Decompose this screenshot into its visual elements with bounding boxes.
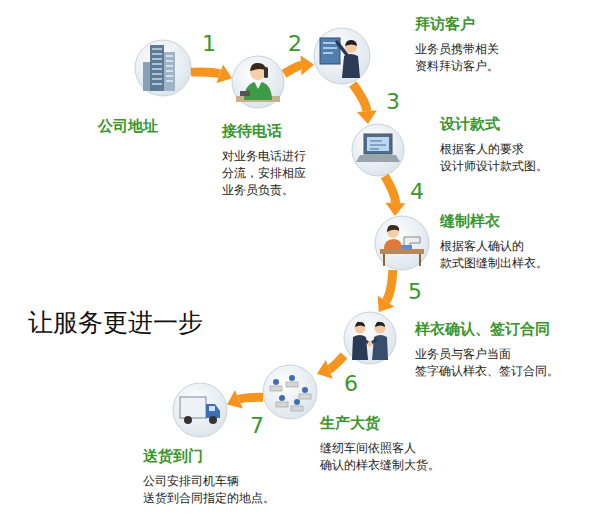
flow-arrow xyxy=(284,55,314,75)
step-number: 2 xyxy=(286,32,304,56)
step-heading: 拜访客户 xyxy=(415,15,475,33)
arrow-shaft xyxy=(329,356,344,370)
step-description: 业务员携带相关 资料拜访客户。 xyxy=(415,41,505,75)
step-heading: 公司地址 xyxy=(98,117,158,135)
arrow-shaft xyxy=(386,270,393,301)
step-heading: 接待电话 xyxy=(222,122,282,140)
workshop-icon xyxy=(263,365,317,419)
step-heading: 缝制样衣 xyxy=(440,212,500,230)
arrow-head xyxy=(385,203,405,216)
step-number: 5 xyxy=(406,280,424,304)
arrow-head xyxy=(301,55,314,75)
arrow-shaft xyxy=(239,397,263,399)
arrow-head xyxy=(357,110,377,124)
step-description: 根据客人确认的 款式图缝制出样衣。 xyxy=(440,238,554,272)
laptop-icon xyxy=(352,124,404,176)
slogan-text: 让服务更进一步 xyxy=(28,308,203,338)
step-number: 1 xyxy=(200,32,218,56)
step-description: 根据客人的要求 设计师设计款式图。 xyxy=(440,141,554,175)
step-node: 样衣确认、签订合同业务员与客户当面 签字确认样衣、签订合同。 xyxy=(344,312,396,364)
step-number: 7 xyxy=(248,414,266,438)
arrow-head xyxy=(216,64,232,83)
arrow-shaft xyxy=(385,176,396,203)
step-number: 6 xyxy=(342,372,360,396)
sewing-icon xyxy=(375,216,429,270)
step-heading: 送货到门 xyxy=(143,447,203,465)
step-description: 缝纫车间依照客人 确认的样衣缝制大货。 xyxy=(320,440,446,474)
arrow-head xyxy=(317,360,333,379)
arrow-shaft xyxy=(353,84,367,111)
arrow-head xyxy=(378,296,395,312)
phone-operator-icon xyxy=(232,56,284,108)
step-heading: 生产大货 xyxy=(320,414,380,432)
step-node: 公司地址 xyxy=(135,40,191,96)
step-node: 接待电话对业务电话进行 分流，安排相应 业务员负责。 xyxy=(232,56,284,108)
flow-arrow xyxy=(317,356,344,379)
step-number: 3 xyxy=(384,90,402,114)
step-node: 拜访客户业务员携带相关 资料拜访客户。 xyxy=(314,28,370,84)
step-node: 生产大货缝纫车间依照客人 确认的样衣缝制大货。 xyxy=(263,365,317,419)
step-node: 送货到门公司安排司机车辆 送货到合同指定的地点。 xyxy=(173,383,227,437)
arrow-shaft xyxy=(191,72,220,74)
step-number: 4 xyxy=(408,180,426,204)
flow-arrow xyxy=(191,64,232,83)
arrow-head xyxy=(227,390,243,408)
flow-arrow xyxy=(353,84,377,124)
handshake-icon xyxy=(344,312,396,364)
visit-client-icon xyxy=(314,28,370,84)
step-node: 设计款式根据客人的要求 设计师设计款式图。 xyxy=(352,124,404,176)
flow-arrow xyxy=(378,270,395,312)
truck-icon xyxy=(173,383,227,437)
step-node: 缝制样衣根据客人确认的 款式图缝制出样衣。 xyxy=(375,216,429,270)
building-icon xyxy=(135,40,191,96)
step-heading: 样衣确认、签订合同 xyxy=(415,320,550,338)
step-description: 业务员与客户当面 签字确认样衣、签订合同。 xyxy=(415,346,565,380)
flow-arrow xyxy=(227,390,263,408)
step-heading: 设计款式 xyxy=(440,115,500,133)
arrow-shaft xyxy=(284,65,301,74)
step-description: 对业务电话进行 分流，安排相应 业务员负责。 xyxy=(222,148,312,199)
flow-arrow xyxy=(385,176,406,216)
step-description: 公司安排司机车辆 送货到合同指定的地点。 xyxy=(143,473,281,507)
